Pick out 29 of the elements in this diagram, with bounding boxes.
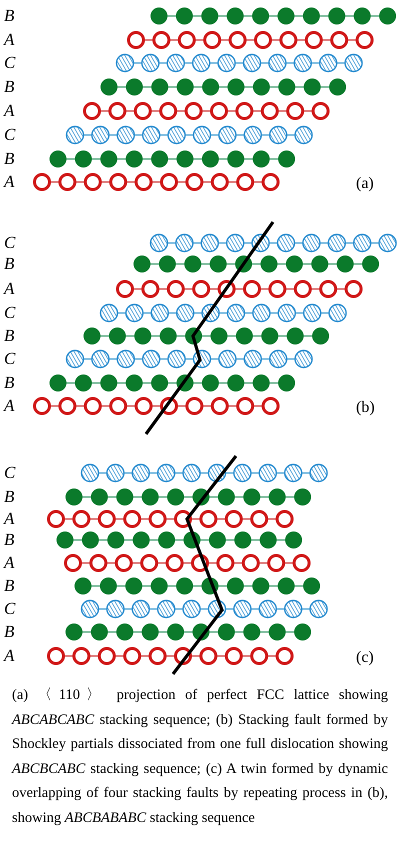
panel-label: (b) (356, 399, 375, 417)
layer-label: B (4, 255, 14, 273)
layer-label: C (4, 350, 16, 368)
layer-label: B (4, 374, 14, 392)
layer-label: B (4, 7, 14, 25)
layer-label: B (4, 623, 14, 641)
layer-label: A (4, 397, 14, 415)
layer-label: A (4, 173, 14, 191)
layer-label: B (4, 327, 14, 345)
layer-label: B (4, 150, 14, 168)
panel-label: (c) (356, 649, 374, 667)
layer-label: A (4, 102, 14, 120)
layer-label: B (4, 531, 14, 549)
layer-label: C (4, 54, 16, 72)
figure-caption: (a) 〈110〉 projection of perfect FCC lattice showing ABCABCABC stacking sequence; (b) Stacking fault formed by Shockley partials dissociated from one full dislocation showing ABCBCABC stacking sequence; (c) A twin formed by dynamic overlapping of four stacking faults by repeating process in (b), showing ABCBABABC stacking sequence (12, 686, 388, 828)
layer-label: C (4, 234, 16, 252)
layer-label: B (4, 488, 14, 506)
layer-label: B (4, 577, 14, 595)
layer-label: C (4, 600, 16, 618)
layer-label: B (4, 78, 14, 96)
layer-label: C (4, 304, 16, 322)
layer-label: A (4, 31, 14, 49)
layer-label: A (4, 280, 14, 298)
layer-label: A (4, 510, 14, 528)
panel-label: (a) (356, 175, 374, 193)
layer-label: A (4, 647, 14, 665)
layer-label: A (4, 554, 14, 572)
layer-label: C (4, 126, 16, 144)
layer-label: C (4, 464, 16, 482)
